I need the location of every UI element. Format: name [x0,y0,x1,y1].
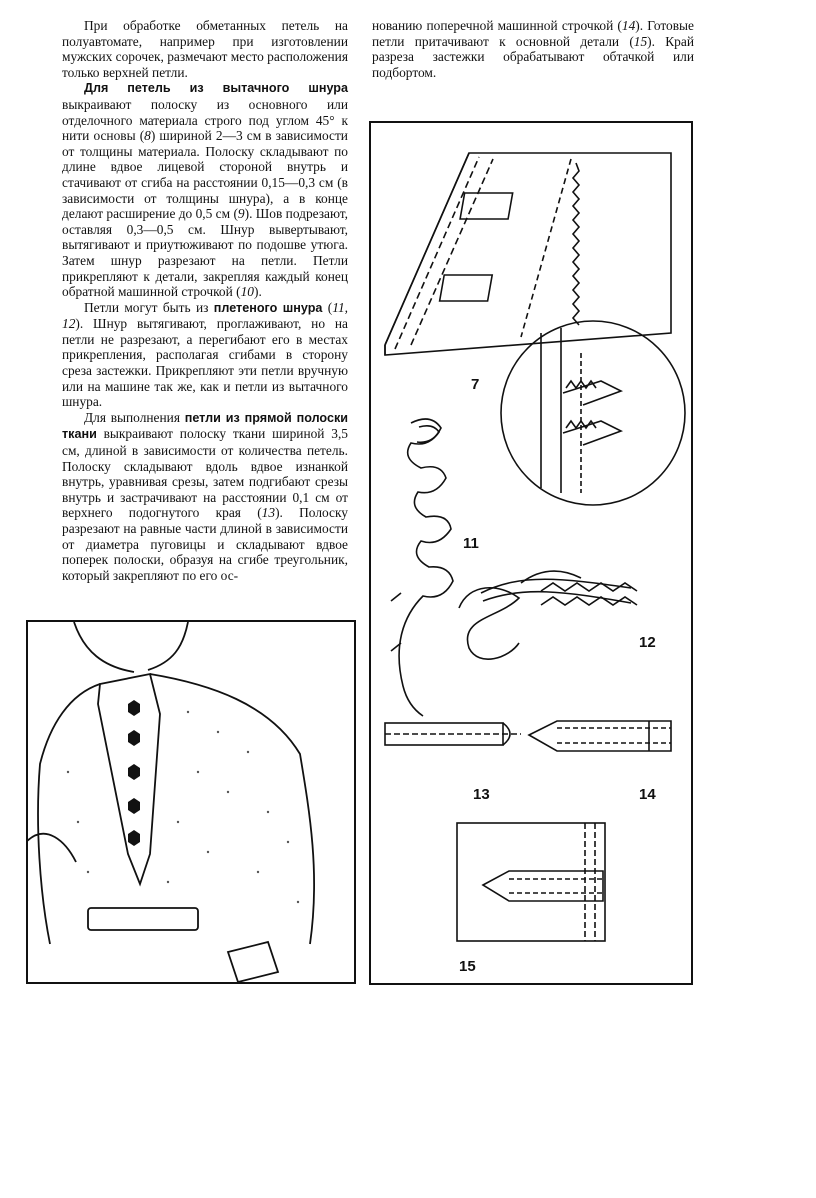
right-text-column: нованию поперечной машинной строчкой (14… [372,18,694,80]
paragraph-3-text-b: ( [322,299,333,315]
figure-ref-13: 13 [261,505,276,521]
paragraph-3-text-a: Петли могут быть из [84,299,214,315]
right-sleeve [149,673,316,945]
figure-ref-8: 8 [144,128,151,144]
belt [87,907,199,931]
figure-panel-blouse [26,620,356,984]
paragraph-3: Петли могут быть из плетеного шнура (11,… [62,300,348,410]
paragraph-2-heading: Для петель из вытачного шнура [84,81,348,96]
fig13-folded-strip [384,722,521,746]
placket [97,672,161,887]
figure-ref-15: 15 [633,33,648,49]
cuff [226,940,280,982]
fig7-detail-circle [500,320,686,506]
paragraph-2-text-b: ) шириной 2—3 см в зависимости от толщин… [62,128,348,222]
paragraph-1-text: При обработке обметанных петель на полуа… [62,18,348,80]
figure-ref-14: 14 [621,18,636,33]
fig12-braided-cord [458,570,638,660]
neck-right [147,622,189,671]
fig7-placket-drawing [384,152,672,356]
blouse-buttons [128,700,140,846]
figure-ref-9: 9 [237,206,245,222]
left-arm [28,832,77,863]
fig14-label: 14 [639,786,656,803]
paragraph-5-text-c: ). Край разреза застежки обрабатывают об… [372,33,694,80]
paragraph-2-text-d: ). [254,284,262,300]
paragraph-3-text-c: ). Шнур вытягивают, проглаживают, но на … [62,316,348,410]
blouse-illustration [28,622,316,982]
fabric-texture [66,710,300,904]
paragraph-4: Для выполнения петли из прямой полоски т… [62,410,348,584]
fig11-label: 11 [463,535,479,552]
paragraph-2-text-c: ). Шов подрезают, оставляя 0,3—0,5 см. Ш… [62,206,349,300]
technical-drawings: 7 11 12 13 14 15 [384,152,686,975]
fig11-cord-loops [390,418,454,717]
figure-panel-right: 7 11 12 13 14 15 [369,121,693,985]
paragraph-2: Для петель из вытачного шнура выкраивают… [62,80,348,299]
paragraph-3-heading: плетеного шнура [213,300,323,315]
fig13-label: 13 [473,786,490,803]
figure-ref-10: 10 [240,284,254,300]
paragraph-4-heading: петли из прямой полоски ткани [62,410,348,442]
paragraph-4-text-a: Для выполнения [84,409,185,425]
paragraph-4-text-b: выкраивают полоску ткани шириной 3,5 см,… [62,426,348,521]
paragraph-5-text-a: нованию поперечной машинной строчкой ( [372,18,622,33]
neck-left [73,622,135,673]
fig15-attached-loop [456,822,606,942]
left-side [37,683,101,945]
left-text-column: При обработке обметанных петель на полуа… [62,18,348,583]
paragraph-1: При обработке обметанных петель на полуа… [62,18,348,80]
fig15-label: 15 [459,958,476,975]
fig14-triangle-loop [527,720,672,752]
paragraph-5-text-b: ). Готовые петли притачивают к основной … [372,18,694,49]
paragraph-2-text-a: выкраивают полоску из основного или отде… [62,96,348,144]
figure-ref-11-12: 11, 12 [62,299,348,332]
fig7-label: 7 [471,376,479,393]
paragraph-5: нованию поперечной машинной строчкой (14… [372,18,694,80]
paragraph-4-text-c: ). Полоску разрезают на равные части дли… [62,505,348,583]
fig12-label: 12 [639,634,656,651]
